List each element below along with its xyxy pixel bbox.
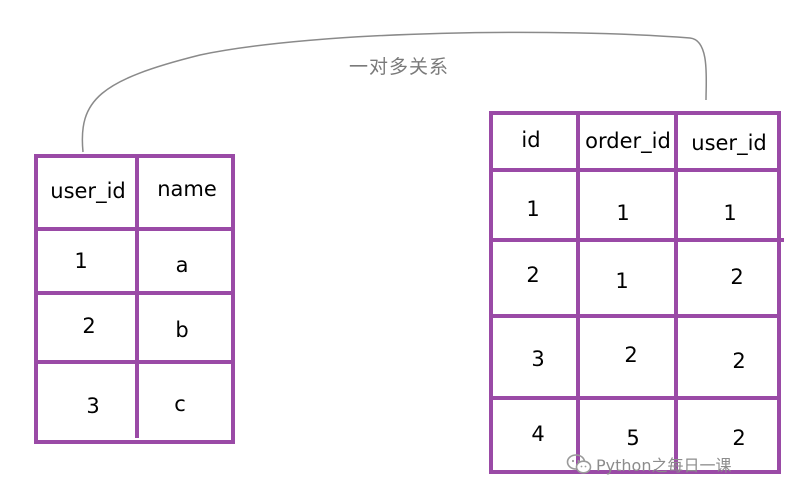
orders-cell-1-id: 1: [526, 197, 539, 221]
users-cell-1-user-id: 1: [74, 249, 87, 273]
orders-cell-2-id: 2: [526, 263, 539, 287]
orders-header-id: id: [521, 128, 540, 152]
orders-cell-3-order-id: 2: [624, 343, 637, 367]
users-table-text: user_id name 1 a 2 b 3 c: [50, 177, 217, 418]
orders-cell-3-id: 3: [531, 347, 544, 371]
orders-header-order-id: order_id: [585, 129, 671, 154]
users-header-user-id: user_id: [50, 179, 125, 204]
orders-cell-2-order-id: 1: [615, 269, 628, 293]
watermark: Python之每日一课: [566, 452, 731, 476]
orders-header-user-id: user_id: [691, 131, 766, 156]
orders-cell-2-user-id: 2: [730, 265, 743, 289]
users-cell-1-name: a: [176, 253, 189, 277]
orders-cell-1-order-id: 1: [616, 201, 629, 225]
orders-table-text: id order_id user_id 1 1 1 2 1 2 3 2 2 4 …: [521, 128, 766, 450]
users-cell-2-user-id: 2: [82, 314, 95, 338]
users-cell-3-name: c: [174, 392, 186, 416]
users-header-name: name: [157, 177, 217, 201]
orders-table: [489, 111, 784, 474]
orders-cell-1-user-id: 1: [723, 201, 736, 225]
wechat-icon: [566, 454, 592, 474]
watermark-text: Python之每日一课: [596, 456, 732, 475]
users-table: [34, 154, 235, 444]
users-cell-3-user-id: 3: [86, 394, 99, 418]
orders-cell-4-user-id: 2: [732, 426, 745, 450]
orders-cell-3-user-id: 2: [732, 349, 745, 373]
users-cell-2-name: b: [175, 318, 188, 342]
orders-cell-4-id: 4: [531, 422, 544, 446]
relation-label: 一对多关系: [349, 56, 450, 78]
relation-curve: [81, 31, 708, 153]
orders-cell-4-order-id: 5: [626, 426, 639, 450]
